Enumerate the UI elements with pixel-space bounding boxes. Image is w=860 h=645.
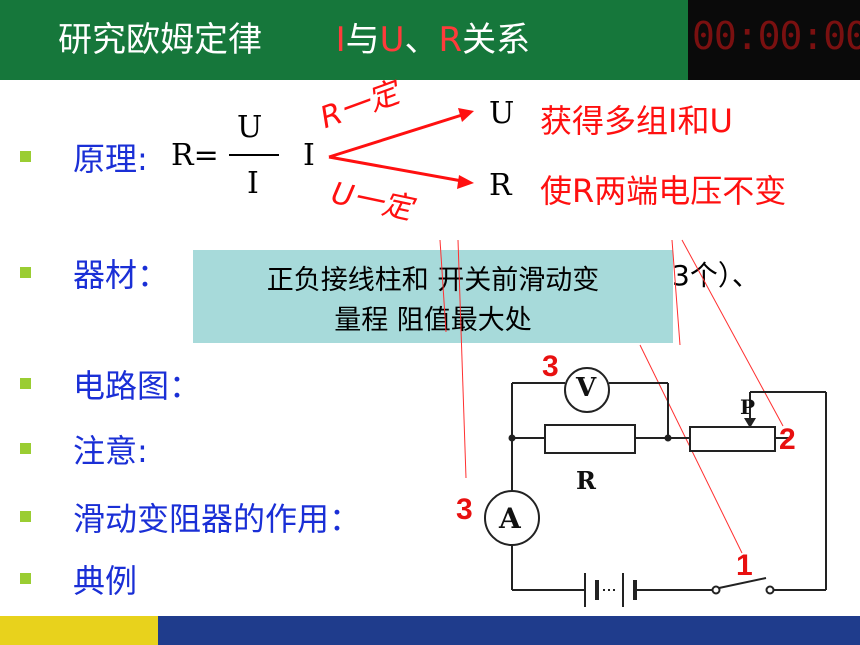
rheostat-symbol (689, 426, 776, 452)
item-materials: 器材： (73, 256, 170, 294)
arrowhead-R (457, 175, 474, 189)
formula-denominator: I (247, 166, 259, 201)
item-rheostat: 滑动变阻器的作用： (73, 500, 362, 538)
slide-title: 研究欧姆定律 I与U、R关系 (58, 12, 530, 61)
bullet-principle (20, 151, 31, 162)
title-bar: 研究欧姆定律 I与U、R关系 (0, 0, 688, 80)
number-switch: 1 (736, 549, 753, 582)
slider-label: P (740, 395, 756, 419)
number-voltmeter: 3 (542, 350, 559, 383)
arrowhead-U (458, 108, 474, 122)
guide-line-5 (639, 344, 743, 554)
title-with: 与 (345, 20, 380, 60)
overlay-line2: 量程 阻值最大处 (334, 305, 532, 336)
branch-label-U-fixed: U一定 (328, 175, 416, 228)
title-U: U (379, 20, 405, 60)
overlay-line1: 正负接线柱和 开关前滑动变 (266, 265, 600, 296)
tooltip-overlay: 正负接线柱和 开关前滑动变 量程 阻值最大处 (193, 250, 673, 343)
result-U: 获得多组I和U (540, 102, 733, 140)
fraction-bar (229, 154, 279, 156)
voltmeter-label: V (576, 373, 597, 403)
title-rest: 关系 (462, 20, 531, 60)
resistor-symbol (544, 424, 636, 454)
item-circuit: 电路图： (73, 367, 202, 405)
target-R: R (489, 168, 512, 203)
formula-numerator: U (237, 110, 263, 145)
title-main: 研究欧姆定律 (58, 20, 262, 60)
resistor-label: R (576, 466, 596, 495)
title-R: R (438, 20, 463, 60)
item-attention: 注意: (73, 432, 148, 470)
footer-bar-blue (158, 616, 860, 645)
formula-r-equals: R= (171, 138, 219, 173)
bullet-attention (20, 443, 31, 454)
result-R: 使R两端电压不变 (540, 172, 787, 210)
timer-text: 00:00:00 (692, 14, 860, 58)
footer-bar-yellow (0, 616, 158, 645)
formula-variable-I: I (303, 138, 315, 173)
bullet-rheostat (20, 511, 31, 522)
item-example: 典例 (73, 562, 138, 600)
title-I: I (335, 20, 346, 60)
number-ammeter: 3 (456, 493, 473, 526)
bullet-materials (20, 267, 31, 278)
bullet-example (20, 573, 31, 584)
target-U: U (489, 96, 515, 131)
ammeter-label: A (499, 502, 521, 535)
timer-display: 00:00:00 (688, 0, 860, 80)
battery-symbol (584, 573, 637, 607)
rheostat-slider-arrow (744, 418, 756, 428)
title-sep: 、 (404, 20, 439, 60)
bullet-circuit (20, 378, 31, 389)
materials-partial-text: 3个）、 (672, 259, 760, 292)
number-rheostat: 2 (779, 423, 796, 456)
item-principle: 原理: (73, 140, 148, 178)
